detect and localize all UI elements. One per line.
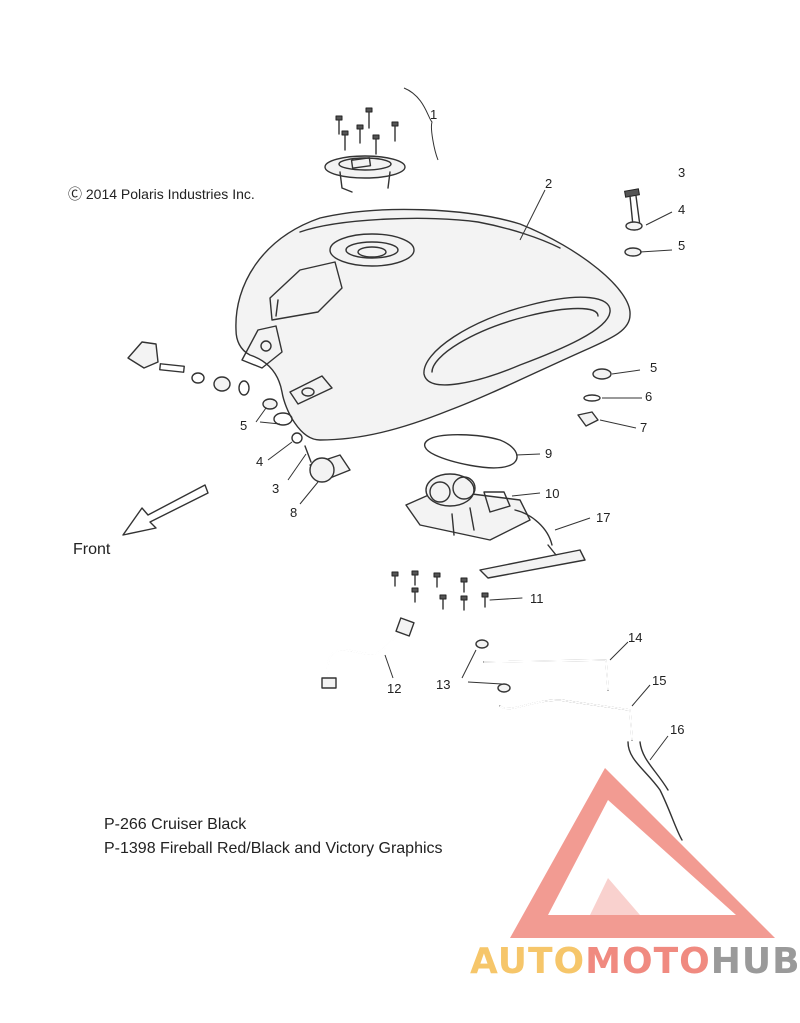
callout-3-right: 3	[678, 165, 685, 180]
callout-15: 15	[652, 673, 666, 688]
callout-17: 17	[596, 510, 610, 525]
copyright-text: Ⓒ 2014 Polaris Industries Inc.	[68, 186, 255, 202]
callout-6: 6	[645, 389, 652, 404]
callout-5-right-top: 5	[678, 238, 685, 253]
callout-9: 9	[545, 446, 552, 461]
watermark-text: AUTOMOTOHUB	[470, 941, 800, 982]
pump-screws	[391, 570, 523, 611]
fuel-tank	[235, 189, 631, 441]
fuel-pump-assembly	[405, 473, 591, 579]
vent-tubes	[461, 639, 683, 841]
callout-10: 10	[545, 486, 559, 501]
note-fireball-red: P-1398 Fireball Red/Black and Victory Gr…	[104, 840, 443, 857]
gasket	[423, 434, 541, 469]
watermark-logo-icon	[510, 768, 775, 938]
callout-16: 16	[670, 722, 684, 737]
callout-3-left: 3	[272, 481, 279, 496]
watermark-hub: HUB	[710, 941, 800, 982]
callout-7: 7	[640, 420, 647, 435]
mount-hardware-mid-right	[577, 368, 642, 429]
callout-5-left: 5	[240, 418, 247, 433]
callout-14: 14	[628, 630, 642, 645]
filler-cap-assembly	[324, 87, 439, 193]
mount-hardware-left	[127, 341, 351, 505]
callout-1: 1	[430, 107, 437, 122]
callout-2: 2	[545, 176, 552, 191]
note-cruiser-black: P-266 Cruiser Black	[104, 816, 247, 833]
callout-4-right: 4	[678, 202, 685, 217]
callout-12: 12	[387, 681, 401, 696]
front-label: Front	[73, 541, 111, 558]
mount-hardware-right	[624, 188, 673, 257]
fuel-hose	[321, 617, 415, 689]
watermark-auto: AUTO	[470, 941, 586, 982]
cap-bolt	[335, 107, 399, 155]
callout-labels: 1 2 3 4 5 5 6 7 9 10 17 5 4 3 8 11 14 15…	[240, 107, 685, 737]
callout-11: 11	[530, 591, 544, 606]
callout-4-left: 4	[256, 454, 263, 469]
watermark-moto: MOTO	[585, 941, 711, 982]
callout-5-right-mid: 5	[650, 360, 657, 375]
callout-8: 8	[290, 505, 297, 520]
callout-13: 13	[436, 677, 450, 692]
front-arrow-icon	[122, 484, 209, 536]
